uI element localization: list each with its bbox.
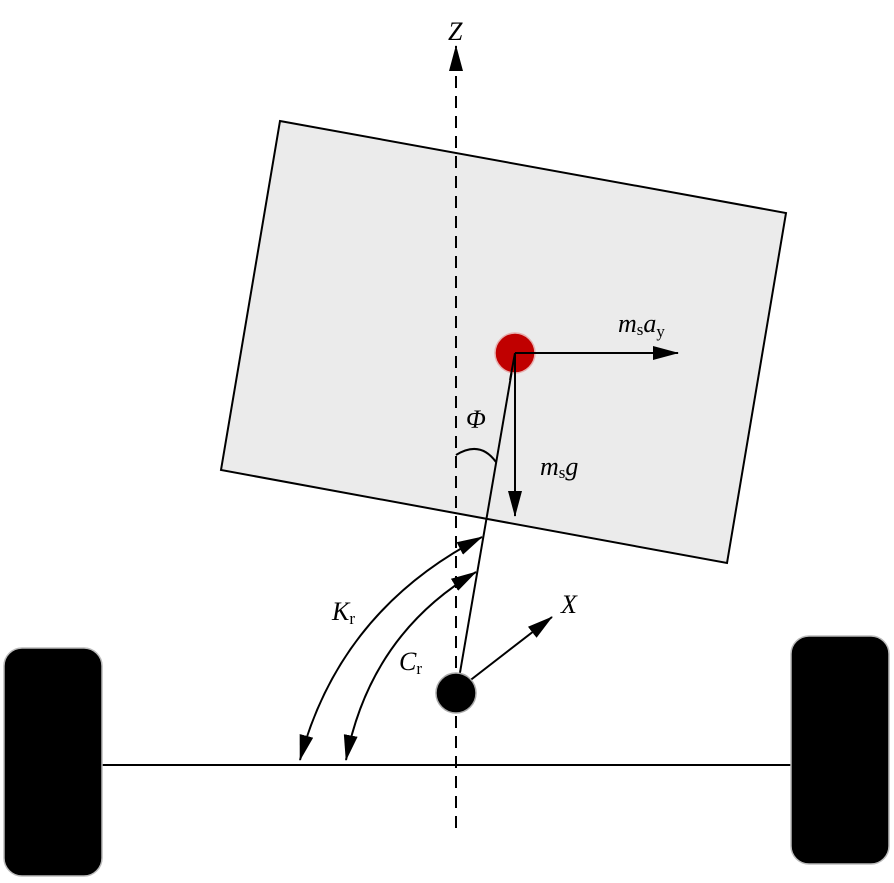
roll-damping-label: Cr — [399, 647, 422, 678]
x-axis-arrow — [467, 616, 553, 683]
z-axis-label: Z — [448, 17, 463, 46]
roll-damping-arc — [343, 571, 477, 761]
gravity-force-label: msg — [540, 452, 578, 482]
roll-angle-arc — [455, 447, 497, 463]
x-axis-label: X — [560, 590, 578, 619]
right-wheel — [790, 635, 890, 865]
roll-stiffness-label: Kr — [331, 597, 355, 628]
roll-arm-overlay — [509, 352, 516, 381]
lateral-force-label: msay — [618, 309, 665, 341]
roll-angle-label: Φ — [466, 405, 486, 434]
roll-center-marker — [435, 672, 477, 714]
left-wheel — [3, 647, 103, 877]
